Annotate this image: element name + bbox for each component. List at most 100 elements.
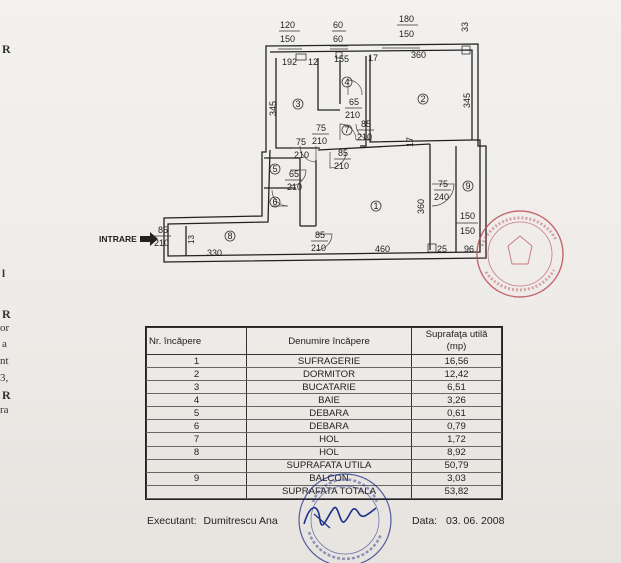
svg-text:6: 6 <box>273 197 278 207</box>
door-dim: 85 210 <box>311 230 328 253</box>
door-dim: 65 210 <box>345 97 362 120</box>
door-dim: 85 210 <box>154 225 171 248</box>
top-dim: 33 <box>460 22 470 32</box>
cell-room-area: 3,26 <box>411 393 502 408</box>
svg-text:8: 8 <box>228 231 233 241</box>
svg-text:7: 7 <box>345 125 350 135</box>
entrance-label: INTRARE <box>99 234 137 244</box>
floor-plan: 120 150 60 60 180 150 33 INTRARE 192 12 <box>99 14 487 263</box>
door-dim: 65 210 <box>285 169 302 192</box>
room-number: 4 <box>341 76 353 88</box>
dim-label: 17 <box>405 137 415 147</box>
top-dim: 150 <box>280 34 295 44</box>
svg-text:210: 210 <box>294 150 309 160</box>
top-dim: 60 <box>333 34 343 44</box>
cell-room-name: HOL <box>246 432 412 447</box>
svg-text:210: 210 <box>357 132 372 142</box>
dim-label: 17 <box>368 53 378 63</box>
dim-label: 360 <box>416 199 426 214</box>
official-stamp <box>476 210 564 298</box>
svg-text:9: 9 <box>466 181 471 191</box>
svg-text:65: 65 <box>349 97 359 107</box>
svg-text:85: 85 <box>158 225 168 235</box>
svg-text:210: 210 <box>345 110 360 120</box>
cell-room-name: DEBARA <box>246 419 412 434</box>
svg-text:4: 4 <box>345 77 350 87</box>
room-number: 3 <box>292 98 304 110</box>
dim-label: 13 <box>187 235 196 244</box>
svg-text:75: 75 <box>316 123 326 133</box>
svg-text:1: 1 <box>374 201 379 211</box>
dim-label: 360 <box>411 50 426 60</box>
cell-room-nr: 2 <box>146 367 247 382</box>
dim-label: 345 <box>462 93 472 108</box>
cell-room-nr: 3 <box>146 380 247 395</box>
cell-room-name: HOL <box>246 446 412 460</box>
margin-fragment: R <box>2 388 11 402</box>
svg-text:210: 210 <box>311 243 326 253</box>
cell-room-area: 3,03 <box>411 472 502 486</box>
date-line: Data: 03. 06. 2008 <box>412 515 504 527</box>
door-dim: 85 210 <box>334 148 351 171</box>
window-dim: 150 150 <box>456 211 478 236</box>
dim-label: 96 <box>464 244 474 254</box>
date-label: Data: <box>412 515 438 527</box>
cell-room-nr <box>146 485 247 500</box>
cell-room-area: 12,42 <box>411 367 502 382</box>
room-number: 2 <box>417 93 429 105</box>
notary-stamp <box>298 473 392 563</box>
door-dim: 75 210 <box>292 137 309 160</box>
cell-room-nr: 7 <box>146 432 247 447</box>
svg-text:75: 75 <box>296 137 306 147</box>
room-number: 7 <box>341 124 353 136</box>
svg-text:65: 65 <box>289 169 299 179</box>
table-header-row: Nr. încăpere Denumire încăpere Suprafaţa… <box>146 327 502 355</box>
cell-room-nr: 6 <box>146 419 247 434</box>
margin-fragment: or <box>0 322 10 334</box>
room-number: 8 <box>224 230 236 242</box>
margin-fragment: R <box>2 42 11 56</box>
door-dim: 75 210 <box>312 123 329 146</box>
cell-room-area: 0,61 <box>411 406 502 421</box>
svg-text:210: 210 <box>334 161 349 171</box>
cell-room-area: 0,79 <box>411 419 502 434</box>
signature <box>303 506 377 529</box>
dim-label: 460 <box>375 244 390 254</box>
top-dim: 180 <box>399 14 414 24</box>
margin-fragment: R <box>2 307 11 321</box>
executant-line: Executant: Dumitrescu Ana <box>147 515 278 527</box>
svg-text:150: 150 <box>460 226 475 236</box>
cell-room-area: 16,56 <box>411 354 502 369</box>
cell-room-nr: 4 <box>146 393 247 408</box>
svg-text:85: 85 <box>361 119 371 129</box>
cell-room-name: DEBARA <box>246 406 412 421</box>
top-dim: 60 <box>333 20 343 30</box>
dim-label: 155 <box>334 54 349 64</box>
room-number: 6 <box>269 196 281 208</box>
room-number: 9 <box>462 180 474 192</box>
entrance-arrow-icon <box>140 232 158 246</box>
margin-fragment: nt <box>0 355 9 367</box>
svg-text:5: 5 <box>273 164 278 174</box>
col-header-nr: Nr. încăpere <box>146 327 247 355</box>
top-dim: 150 <box>399 29 414 39</box>
cell-room-nr: 9 <box>146 472 247 486</box>
margin-fragment: ra <box>0 404 9 416</box>
svg-text:85: 85 <box>315 230 325 240</box>
col-header-name: Denumire încăpere <box>246 327 412 355</box>
dim-label: 345 <box>268 101 278 116</box>
svg-text:2: 2 <box>421 94 426 104</box>
door-dim: 75 240 <box>434 179 451 202</box>
svg-text:150: 150 <box>460 211 475 221</box>
cell-room-nr <box>146 459 247 473</box>
dim-label: 330 <box>207 248 222 258</box>
cell-room-nr: 8 <box>146 446 247 460</box>
